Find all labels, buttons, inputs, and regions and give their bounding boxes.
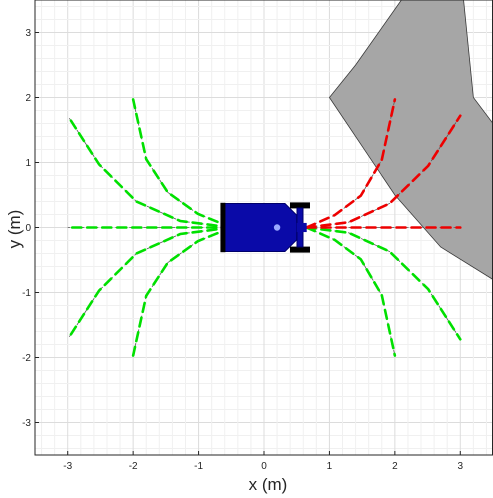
obstacle	[328, 0, 493, 280]
x-tick-label: -2	[129, 461, 138, 472]
x-tick-label: 1	[327, 461, 333, 472]
robot-body	[222, 202, 298, 253]
obstacle-polygon	[328, 0, 493, 280]
path-centerline	[306, 115, 461, 228]
x-tick-label: 2	[392, 461, 398, 472]
x-tick-label: 3	[458, 461, 464, 472]
candidate-paths	[66, 98, 462, 357]
y-tick-label: 0	[25, 223, 31, 234]
y-tick-label: 2	[25, 93, 31, 104]
y-tick-label: -3	[22, 418, 31, 429]
y-axis-label: y (m)	[5, 210, 24, 249]
y-tick-label: 3	[25, 28, 31, 39]
x-tick-label: 0	[261, 461, 267, 472]
x-tick-label: -1	[194, 461, 203, 472]
y-tick-label: 1	[25, 158, 31, 169]
front-wheel	[289, 246, 310, 253]
valid-path	[305, 226, 397, 357]
y-tick-label: -1	[22, 288, 31, 299]
x-axis-label: x (m)	[249, 475, 288, 494]
y-tick-label: -2	[22, 353, 31, 364]
valid-path	[66, 114, 233, 229]
front-wheel	[289, 202, 310, 209]
robot	[220, 202, 310, 253]
valid-path	[66, 226, 233, 341]
valid-path	[131, 98, 233, 229]
x-tick-label: -3	[63, 461, 72, 472]
colliding-path	[305, 98, 397, 229]
robot-center-marker	[273, 224, 281, 231]
valid-path	[131, 226, 233, 357]
path-centerline	[306, 227, 461, 340]
rear-wheel	[220, 202, 226, 253]
front-axle-link	[296, 222, 307, 233]
